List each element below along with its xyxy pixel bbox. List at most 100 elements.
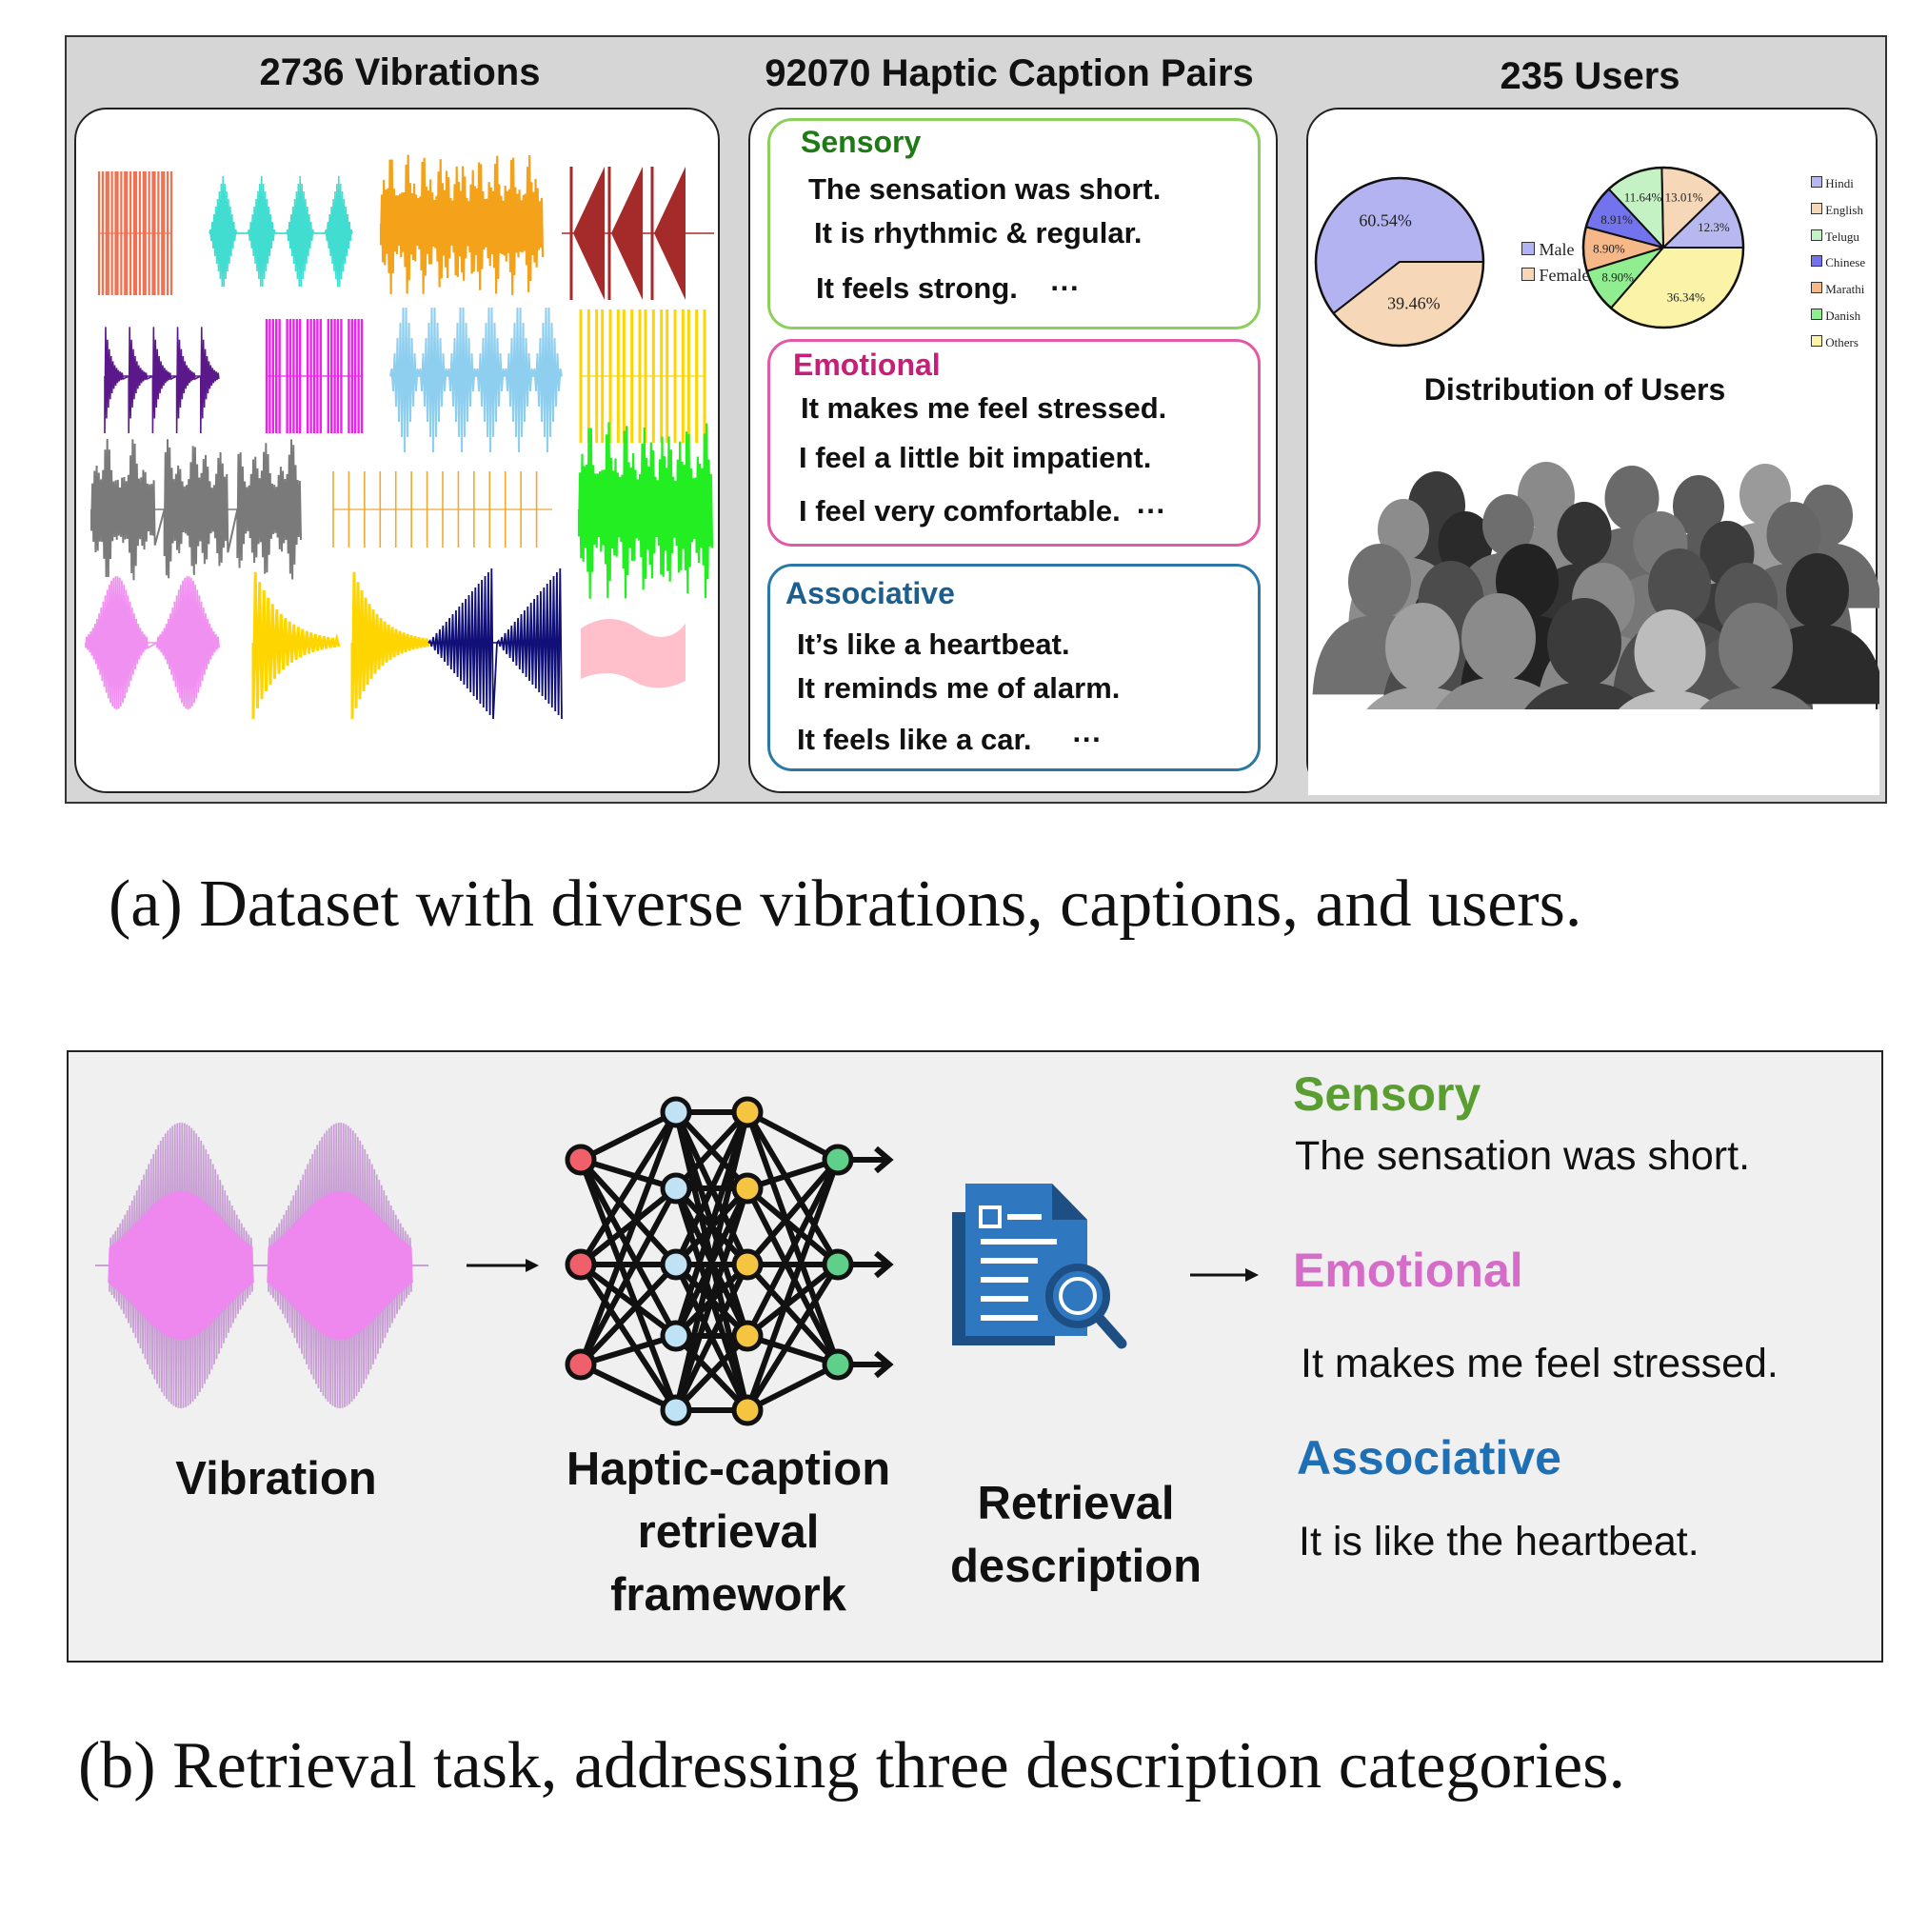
result-emotional-text: It makes me feel stressed.	[1301, 1341, 1779, 1386]
legend-swatch	[1811, 202, 1822, 214]
waveform	[577, 422, 714, 599]
associative-label: Associative	[785, 576, 955, 610]
waveform	[379, 154, 545, 295]
vibration-label: Vibration	[175, 1453, 377, 1504]
network-edge	[578, 1186, 679, 1366]
user-distribution-charts: 60.54%39.46% 12.3%13.01%11.64%8.91%8.90%…	[1308, 166, 1879, 795]
legend-item: Chinese	[1811, 249, 1865, 276]
person-head	[1348, 544, 1411, 620]
network-edge	[578, 1110, 679, 1266]
waveform	[85, 576, 220, 710]
network-edge	[673, 1111, 750, 1337]
waveform	[104, 327, 220, 434]
retrieval-label-line-1: Retrieval	[977, 1478, 1175, 1529]
result-sensory-label: Sensory	[1293, 1067, 1481, 1121]
associative-line-2: It reminds me of alarm.	[797, 671, 1121, 705]
network-node	[660, 1096, 692, 1128]
waveform	[90, 438, 302, 581]
network-edge	[673, 1333, 750, 1413]
network-node	[565, 1144, 597, 1176]
person-head	[1385, 603, 1460, 692]
legend-swatch	[1811, 282, 1822, 294]
waveform	[268, 1123, 412, 1409]
associative-box: Associative It’s like a heartbeat. It re…	[767, 564, 1261, 771]
pie-slice-label: 36.34%	[1667, 289, 1705, 304]
legend-label: English	[1822, 202, 1863, 217]
result-associative-label: Associative	[1297, 1431, 1561, 1484]
legend-swatch	[1811, 255, 1822, 268]
sensory-box: Sensory The sensation was short. It is r…	[767, 118, 1261, 329]
associative-line-1: It’s like a heartbeat.	[797, 627, 1070, 661]
network-edge	[578, 1158, 679, 1338]
pie-slice-label: 11.64%	[1624, 189, 1662, 204]
network-edge	[745, 1110, 841, 1366]
network-edge	[745, 1263, 841, 1412]
framework-label-line-1: Haptic-caption	[566, 1444, 891, 1495]
sensory-line-3: It feels strong. ···	[816, 271, 1081, 305]
network-edge	[745, 1186, 841, 1366]
network-edge	[579, 1185, 678, 1267]
waveform-band	[581, 619, 686, 688]
person-head	[1604, 466, 1660, 531]
legend-label: Hindi	[1822, 176, 1854, 190]
network-edge	[745, 1158, 841, 1266]
person-head	[1378, 499, 1429, 561]
waveform	[427, 568, 563, 720]
network-node	[731, 1096, 764, 1128]
waveform	[209, 175, 353, 288]
network-edge	[673, 1187, 750, 1411]
vibrations-card	[74, 108, 720, 793]
legend-male: Male	[1539, 240, 1575, 259]
network-edge	[578, 1158, 679, 1412]
document-search-icon	[952, 1184, 1127, 1349]
legend-label: Marathi	[1822, 282, 1865, 297]
sensory-line-2: It is rhythmic & regular.	[814, 216, 1143, 249]
network-node	[731, 1172, 764, 1205]
waveform	[389, 307, 563, 453]
network-edge	[579, 1262, 678, 1339]
waveform-grid	[85, 154, 714, 720]
network-node	[822, 1248, 854, 1281]
waveform	[109, 1123, 253, 1409]
legend-item: English	[1811, 197, 1865, 224]
legend-label: Telugu	[1822, 229, 1859, 244]
pie-slice-label: 8.90%	[1593, 241, 1625, 255]
vibrations-title: 2736 Vibrations	[259, 51, 541, 93]
pie-slice-label: 8.91%	[1600, 212, 1633, 227]
person-head	[1786, 553, 1849, 629]
pie-slice-label: 13.01%	[1665, 189, 1703, 204]
users-card: 60.54%39.46% 12.3%13.01%11.64%8.91%8.90%…	[1306, 108, 1879, 795]
network-node	[565, 1348, 597, 1381]
pie-slice-label: 39.46%	[1387, 293, 1441, 312]
network-edge	[578, 1263, 679, 1412]
person-head	[1719, 603, 1793, 692]
framework-label: Haptic-caption retrieval framework	[528, 1438, 928, 1626]
sensory-label: Sensory	[801, 125, 922, 159]
waveform	[350, 571, 430, 720]
caption-b: (b) Retrieval task, addressing three des…	[78, 1729, 1625, 1803]
gender-legend: Male Female	[1521, 240, 1589, 286]
language-pie-chart: 12.3%13.01%11.64%8.91%8.90%8.90%36.34%	[1581, 166, 1745, 329]
emotional-box: Emotional It makes me feel stressed. I f…	[767, 339, 1261, 547]
network-edge	[746, 1157, 839, 1191]
network-edge	[745, 1185, 840, 1267]
retrieval-label-line-2: description	[949, 1541, 1203, 1592]
crowd-illustration	[1308, 462, 1879, 795]
network-edge	[578, 1262, 679, 1367]
legend-label: Others	[1822, 334, 1858, 349]
network-edge	[579, 1362, 678, 1413]
legend-swatch	[1811, 308, 1822, 320]
person-head	[1547, 598, 1621, 687]
pie-slice-label: 12.3%	[1698, 220, 1730, 234]
associative-line-3: It feels like a car. ···	[797, 723, 1103, 756]
arrow-icon	[1190, 1268, 1259, 1282]
network-edge	[745, 1262, 840, 1339]
captions-title: 92070 Haptic Caption Pairs	[765, 52, 1254, 94]
network-edge	[673, 1110, 750, 1266]
retrieval-graphics	[95, 1096, 1259, 1426]
result-sensory-text: The sensation was short.	[1295, 1133, 1751, 1179]
network-edge	[580, 1157, 677, 1191]
network-output-arrow	[874, 1250, 894, 1279]
retrieval-label: Retrieval description	[914, 1472, 1238, 1598]
network-node	[660, 1394, 692, 1426]
